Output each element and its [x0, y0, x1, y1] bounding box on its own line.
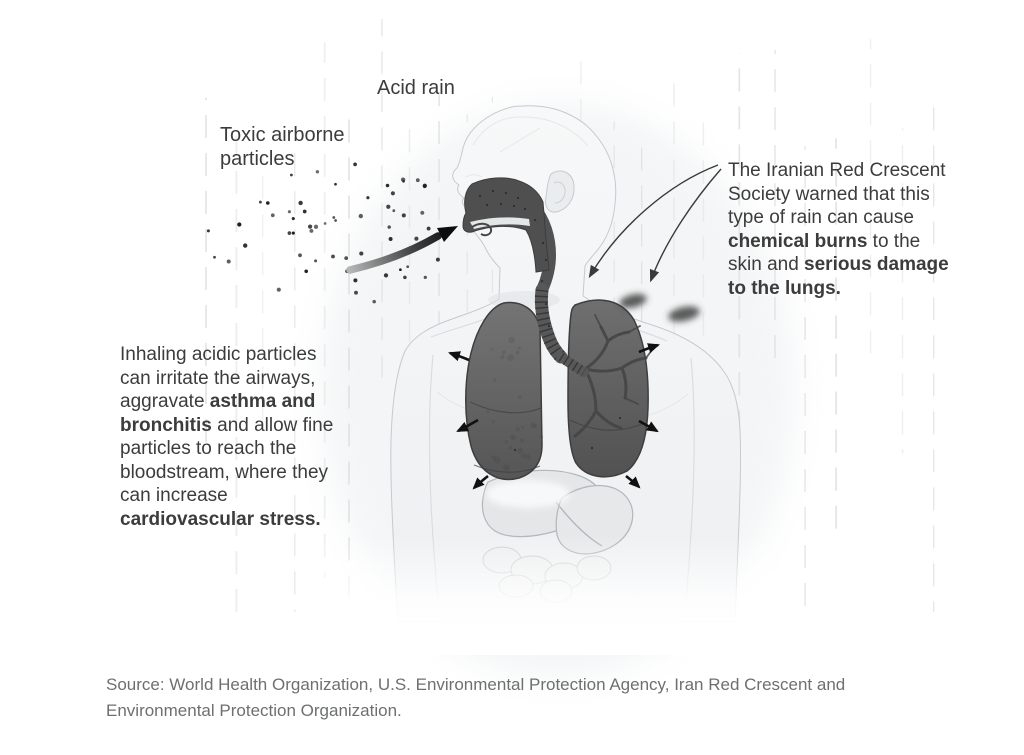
left-annotation-text: Inhaling acidic particles can irritate t… [120, 344, 334, 530]
mouth-opening [470, 217, 530, 229]
right-lung [567, 299, 649, 478]
bloodstream-arrows [448, 343, 660, 490]
lung-texture [486, 336, 544, 471]
figure-bottom-fade [300, 535, 800, 655]
chemical-burn-marks [619, 293, 700, 322]
nasal-cavity [462, 177, 550, 273]
inhalation-arrow [346, 226, 458, 274]
ear [545, 170, 575, 213]
inhaled-particle-dots [478, 189, 622, 452]
lung-fissures [469, 401, 645, 473]
right-bronchus [556, 352, 589, 377]
toxic-particles-label: Toxic airborne particles [220, 124, 345, 170]
trachea [534, 283, 568, 364]
acid-rain-label: Acid rain [377, 77, 455, 99]
source-credit-line: Source: World Health Organization, U.S. … [106, 675, 846, 721]
right-annotation-text: The Iranian Red Crescent Society warned … [728, 160, 949, 299]
airway-illustration [462, 177, 622, 452]
tongue-curl [471, 222, 493, 237]
burn-pointer-arrows [588, 164, 722, 283]
